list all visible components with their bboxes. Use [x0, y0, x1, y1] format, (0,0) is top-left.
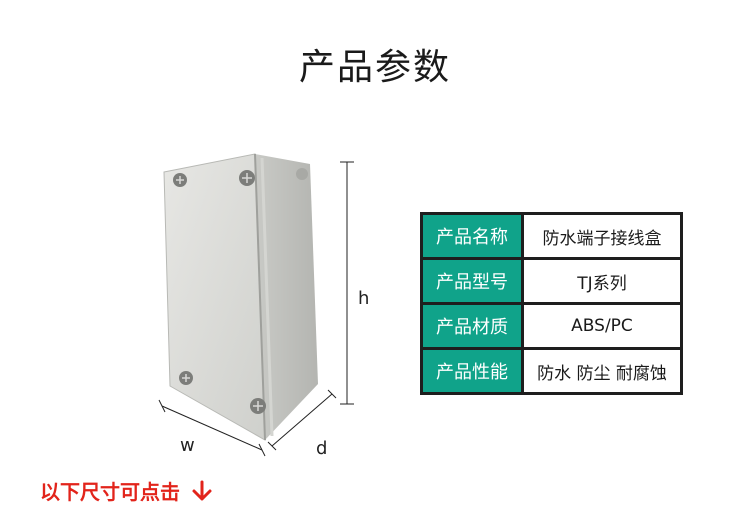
spec-key: 产品型号	[423, 260, 521, 302]
spec-value: ABS/PC	[524, 305, 680, 347]
spec-value: 防水 防尘 耐腐蚀	[524, 350, 680, 392]
spec-row-performance: 产品性能 防水 防尘 耐腐蚀	[423, 350, 680, 392]
spec-key: 产品材质	[423, 305, 521, 347]
spec-key: 产品性能	[423, 350, 521, 392]
spec-table: 产品名称 防水端子接线盒 产品型号 TJ系列 产品材质 ABS/PC 产品性能 …	[420, 212, 683, 395]
height-label: h	[358, 288, 370, 309]
spec-value: TJ系列	[524, 260, 680, 302]
spec-row-name: 产品名称 防水端子接线盒	[423, 215, 680, 257]
screw-icon	[173, 170, 266, 414]
size-click-hint[interactable]: 以下尺寸可点击	[40, 476, 214, 505]
product-drawing: h w d	[150, 150, 369, 470]
spec-row-material: 产品材质 ABS/PC	[423, 305, 680, 347]
spec-row-model: 产品型号 TJ系列	[423, 260, 680, 302]
depth-label: d	[316, 438, 328, 459]
click-hint-text: 以下尺寸可点击	[40, 480, 180, 504]
arrow-down-icon	[192, 480, 212, 500]
junction-box-image	[158, 153, 354, 457]
width-label: w	[180, 435, 195, 456]
spec-value: 防水端子接线盒	[524, 215, 680, 257]
page-title: 产品参数	[298, 47, 451, 88]
spec-key: 产品名称	[423, 215, 521, 257]
